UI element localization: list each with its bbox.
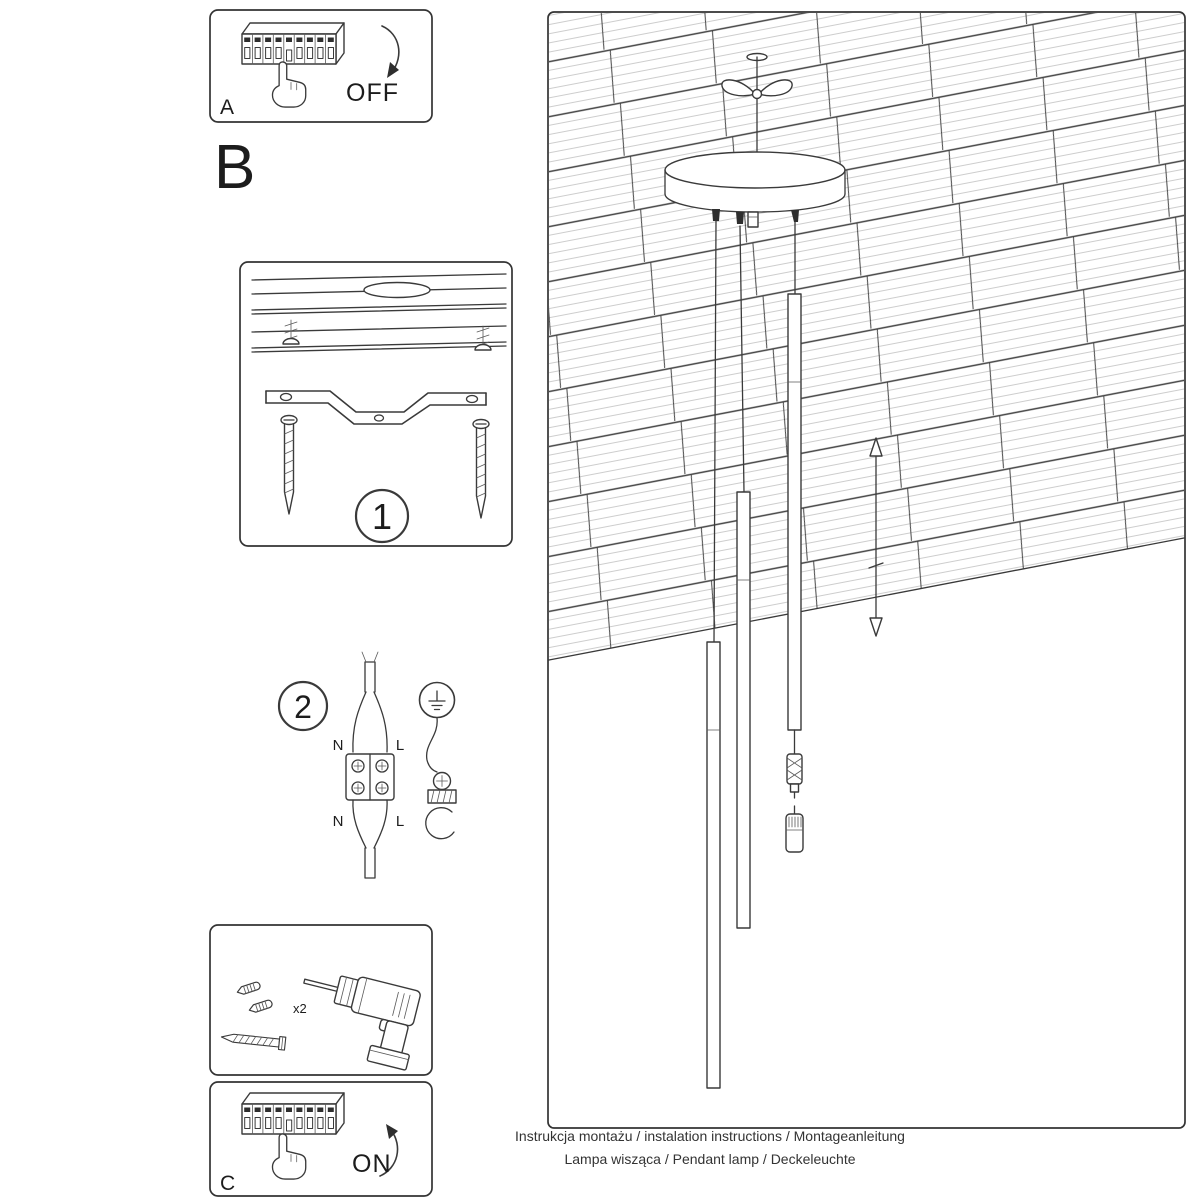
footer-line1: Instrukcja montażu / instalation instruc… <box>515 1128 905 1144</box>
anchor-screw-right <box>474 325 492 351</box>
cord-grip-left <box>712 209 720 221</box>
cord-grip-right <box>791 210 799 222</box>
screw-icon <box>220 1029 287 1051</box>
off-label: OFF <box>346 79 399 107</box>
wallplug-icon-1 <box>235 980 262 997</box>
wiring-diagram: N L N L <box>333 651 404 879</box>
wallplug-quantity: x2 <box>293 1001 307 1016</box>
arrow-off-icon <box>381 25 400 78</box>
canopy <box>664 151 846 228</box>
step1-number: 1 <box>372 496 392 537</box>
wallplug-icon-2 <box>247 998 274 1015</box>
panel-a: A OFF <box>209 9 433 123</box>
tube-right <box>787 293 802 731</box>
anchor-screw-left <box>282 319 300 345</box>
tube-left <box>706 641 721 1089</box>
screw-left <box>280 414 298 515</box>
cord-grip-middle <box>736 212 744 224</box>
wing-nut <box>721 52 793 153</box>
step1-circle <box>354 488 410 544</box>
ceiling-edge <box>548 537 1185 661</box>
ceiling-hatch <box>549 13 1184 660</box>
screw-right <box>472 418 490 519</box>
panel-c: C ON <box>209 1081 433 1197</box>
ground-clamp-diagram <box>425 717 457 840</box>
section-b-label: B <box>214 133 255 202</box>
panel-a-label: A <box>220 96 234 119</box>
cords <box>713 220 796 643</box>
bracket-diagram <box>265 390 487 425</box>
arrow-on-icon <box>379 1124 399 1177</box>
breaker-diagram-c <box>241 1092 345 1135</box>
height-adjust-arrow <box>868 437 884 637</box>
lamp-panel <box>547 11 1186 1129</box>
step2-circle <box>277 680 329 732</box>
connector-right <box>786 729 803 799</box>
panel-c-label: C <box>220 1172 235 1195</box>
hand-icon-c <box>271 1133 307 1180</box>
step1-panel: 1 <box>239 261 513 547</box>
hand-icon-a <box>271 61 307 108</box>
bulb-holder <box>785 805 804 853</box>
label-n-top: N <box>333 737 344 754</box>
center-nipple <box>747 211 759 228</box>
lamp-panel-border <box>547 11 1186 1129</box>
on-label: ON <box>352 1150 392 1178</box>
label-l-top: L <box>396 737 404 754</box>
label-l-bottom: L <box>396 813 404 830</box>
breaker-diagram-a <box>241 22 345 65</box>
label-n-bottom: N <box>333 813 344 830</box>
ground-symbol <box>418 681 456 719</box>
footer-line2: Lampa wisząca / Pendant lamp / Deckeleuc… <box>564 1151 855 1167</box>
terminal-block <box>345 753 395 801</box>
step2-diagram: 2 N L N L <box>277 651 457 879</box>
ceiling-diagram <box>251 273 507 353</box>
tube-middle <box>736 491 751 929</box>
drill-icon <box>303 975 421 1071</box>
step2-number: 2 <box>294 689 312 725</box>
drill-panel: x2 <box>209 924 433 1076</box>
